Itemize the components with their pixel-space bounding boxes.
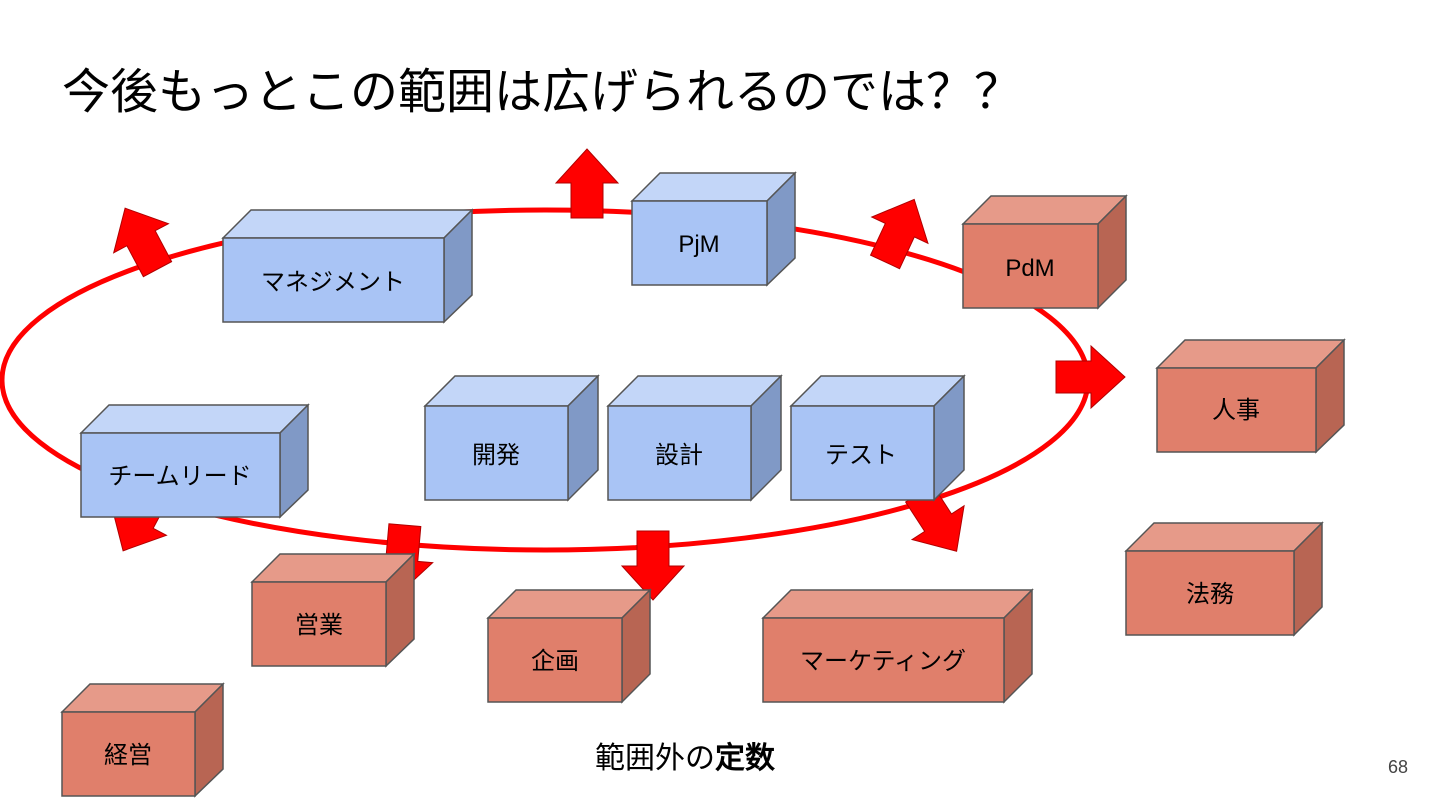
box-management: マネジメント (221, 208, 474, 324)
box-executive: 経営 (60, 682, 225, 798)
box-label-management: マネジメント (261, 268, 405, 296)
caption: 範囲外の定数 (595, 733, 775, 777)
box-label-development: 開発 (472, 441, 520, 469)
expand-arrow-upper-right (869, 198, 929, 270)
box-sales: 営業 (250, 552, 416, 668)
box-team-lead: チームリード (79, 403, 310, 519)
caption-normal: 範囲外の (595, 741, 715, 776)
box-label-test: テスト (825, 441, 897, 469)
box-label-sales: 営業 (295, 611, 343, 639)
expand-arrow-down-planning (620, 530, 686, 601)
expand-arrow-lower-right (904, 483, 965, 552)
box-legal: 法務 (1124, 521, 1324, 637)
box-planning: 企画 (486, 588, 652, 704)
caption-bold: 定数 (715, 741, 775, 776)
slide-title: 今後もっとこの範囲は広げられるのでは？？ (62, 64, 1023, 120)
box-label-hr: 人事 (1212, 396, 1260, 424)
box-label-legal: 法務 (1186, 580, 1234, 608)
expand-arrow-up (554, 148, 620, 219)
box-test: テスト (789, 374, 966, 502)
page-number: 68 (1388, 757, 1409, 777)
box-development: 開発 (423, 374, 600, 502)
box-pdm: PdM (961, 194, 1128, 310)
box-label-planning: 企画 (531, 647, 579, 675)
box-label-pdm: PdM (1005, 255, 1054, 282)
box-marketing: マーケティング (761, 588, 1034, 704)
box-label-marketing: マーケティング (800, 647, 966, 675)
box-design: 設計 (606, 374, 783, 502)
box-pjm: PjM (630, 171, 797, 287)
box-label-team-lead: チームリード (108, 462, 251, 490)
box-hr: 人事 (1155, 338, 1346, 454)
expand-arrow-right (1055, 344, 1126, 410)
expand-arrow-upper-left (112, 207, 173, 278)
box-label-design: 設計 (655, 441, 703, 469)
box-label-pjm: PjM (678, 231, 719, 258)
box-label-executive: 経営 (104, 741, 152, 769)
